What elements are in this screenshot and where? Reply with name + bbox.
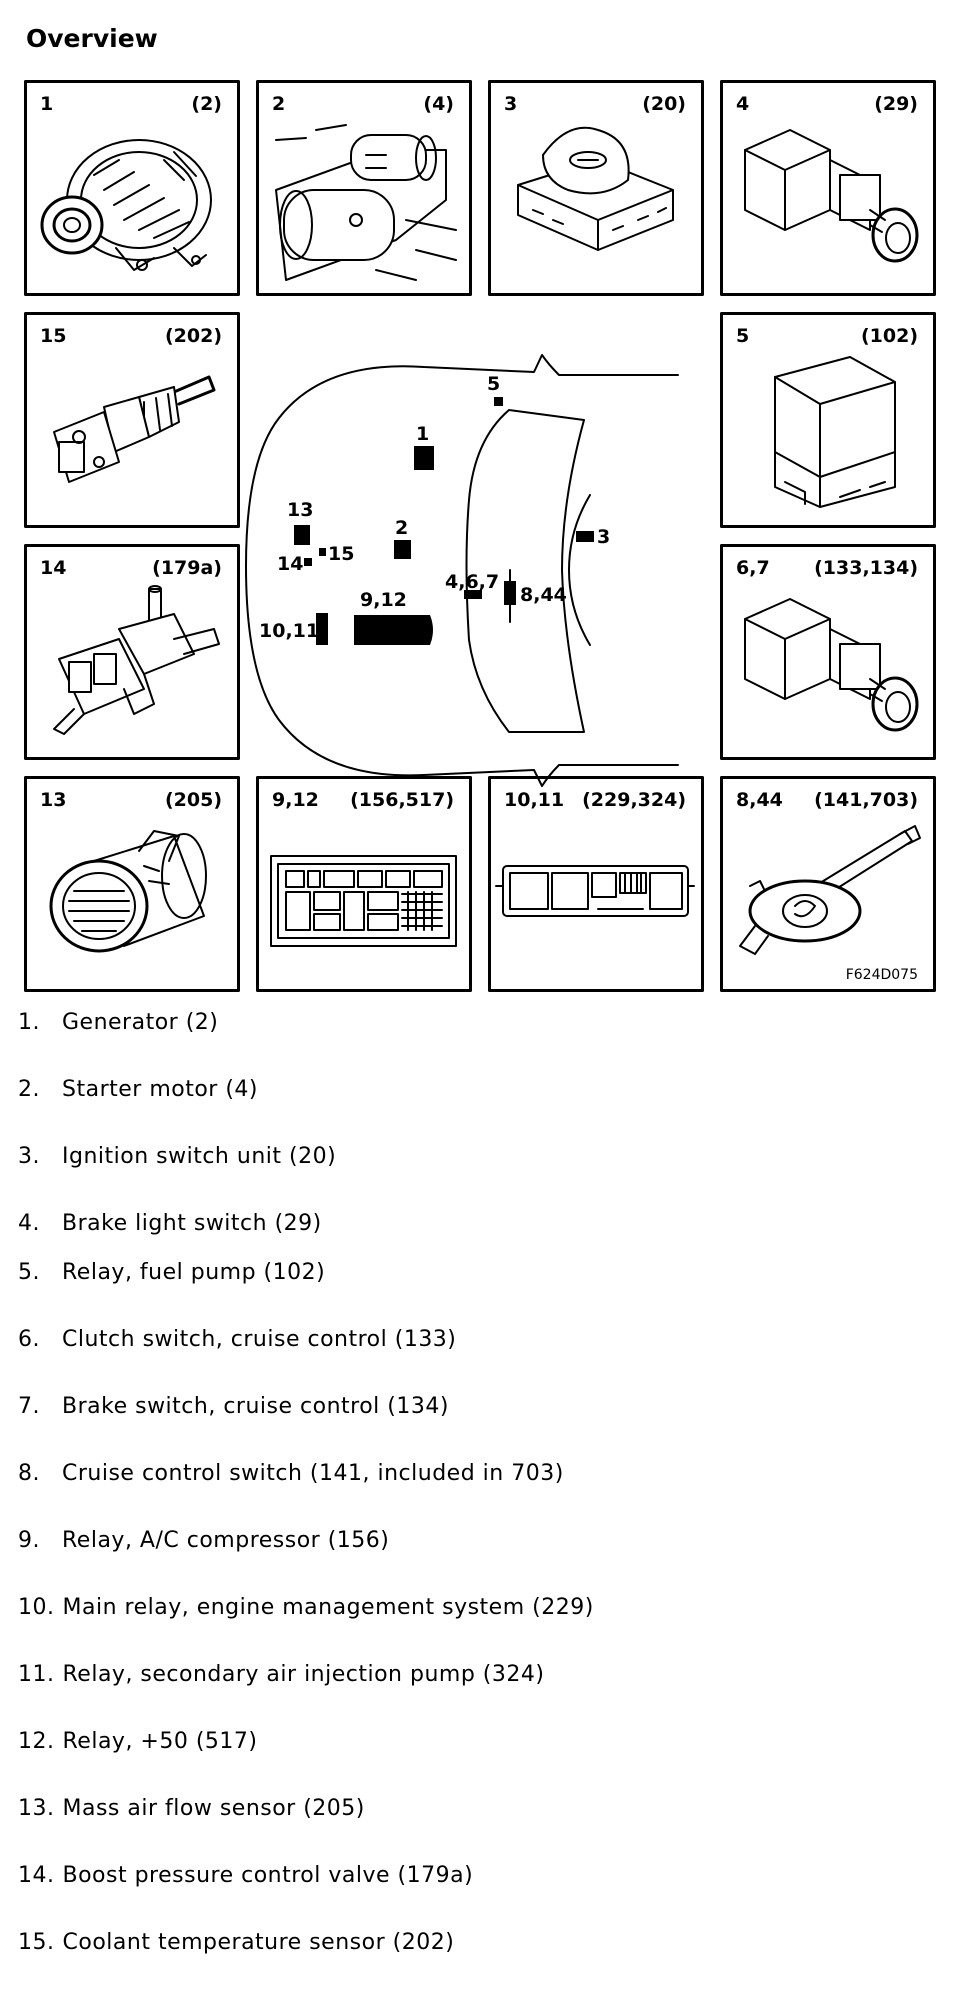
fuel-pump-relay-illustration bbox=[774, 356, 896, 508]
panel-number: 3 bbox=[504, 93, 517, 115]
svg-text:4,6,7: 4,6,7 bbox=[445, 571, 499, 593]
legend-item: 6.Clutch switch, cruise control (133) bbox=[18, 1327, 457, 1352]
main-relay-block-illustration bbox=[495, 865, 695, 917]
car-outline bbox=[245, 354, 679, 787]
legend-item: 8.Cruise control switch (141, included i… bbox=[18, 1461, 564, 1486]
panel-generator: 1 (2) bbox=[24, 80, 240, 296]
panel-number: 9,12 bbox=[272, 789, 319, 811]
panel-number: 5 bbox=[736, 325, 749, 347]
generator-illustration bbox=[40, 139, 212, 271]
legend-item: 14.Boost pressure control valve (179a) bbox=[18, 1863, 474, 1888]
brake-light-switch-illustration bbox=[744, 129, 919, 263]
panel-relay-block-229-324: 10,11 (229,324) bbox=[488, 776, 704, 992]
panel-code: (29) bbox=[874, 93, 918, 115]
panel-brake-light-switch: 4 (29) bbox=[720, 80, 936, 296]
legend-item: 11.Relay, secondary air injection pump (… bbox=[18, 1662, 545, 1687]
svg-text:9,12: 9,12 bbox=[360, 589, 407, 611]
panel-number: 14 bbox=[40, 557, 66, 579]
boost-valve-illustration bbox=[53, 585, 220, 735]
legend-item: 2.Starter motor (4) bbox=[18, 1077, 258, 1102]
legend-item: 5.Relay, fuel pump (102) bbox=[18, 1260, 326, 1285]
legend-item: 9.Relay, A/C compressor (156) bbox=[18, 1528, 390, 1553]
figure-id: F624D075 bbox=[846, 967, 918, 983]
panel-code: (102) bbox=[861, 325, 918, 347]
panel-number: 6,7 bbox=[736, 557, 770, 579]
panel-code: (202) bbox=[165, 325, 222, 347]
panel-code: (133,134) bbox=[814, 557, 918, 579]
legend-item: 7.Brake switch, cruise control (134) bbox=[18, 1394, 449, 1419]
clutch-brake-switch-illustration bbox=[744, 598, 919, 732]
panel-code: (141,703) bbox=[814, 789, 918, 811]
car-location-diagram: 5 1 13 2 15 14 3 4,6,7 9,12 8,44 10,11 bbox=[245, 354, 679, 787]
panel-code: (229,324) bbox=[582, 789, 686, 811]
legend-item: 10.Main relay, engine management system … bbox=[18, 1595, 594, 1620]
panel-code: (4) bbox=[423, 93, 454, 115]
svg-text:5: 5 bbox=[487, 373, 500, 395]
svg-text:8,44: 8,44 bbox=[520, 584, 567, 606]
starter-motor-illustration bbox=[275, 124, 457, 281]
location-labels: 5 1 13 2 15 14 3 4,6,7 9,12 8,44 10,11 bbox=[259, 373, 610, 642]
panel-code: (156,517) bbox=[350, 789, 454, 811]
svg-text:2: 2 bbox=[395, 517, 408, 539]
panel-code: (2) bbox=[191, 93, 222, 115]
svg-text:3: 3 bbox=[597, 526, 610, 548]
ignition-switch-illustration bbox=[517, 126, 674, 251]
panel-boost-pressure-valve: 14 (179a) bbox=[24, 544, 240, 760]
coolant-sensor-illustration bbox=[53, 375, 216, 483]
component-location-figure: 1 (2) 2 (4) bbox=[24, 80, 936, 992]
panel-number: 1 bbox=[40, 93, 53, 115]
panel-code: (179a) bbox=[152, 557, 222, 579]
panel-code: (205) bbox=[165, 789, 222, 811]
legend-item: 13.Mass air flow sensor (205) bbox=[18, 1796, 365, 1821]
panel-coolant-temperature-sensor: 15 (202) bbox=[24, 312, 240, 528]
page-title: Overview bbox=[26, 24, 158, 53]
panel-mass-air-flow-sensor: 13 (205) bbox=[24, 776, 240, 992]
location-markers bbox=[294, 397, 594, 645]
legend-item: 15.Coolant temperature sensor (202) bbox=[18, 1930, 455, 1955]
legend-item: 12.Relay, +50 (517) bbox=[18, 1729, 258, 1754]
panel-starter-motor: 2 (4) bbox=[256, 80, 472, 296]
panel-number: 2 bbox=[272, 93, 285, 115]
mass-air-flow-illustration bbox=[49, 830, 207, 953]
cruise-switch-illustration bbox=[739, 825, 921, 955]
panel-relay-block-156-517: 9,12 (156,517) bbox=[256, 776, 472, 992]
panel-number: 4 bbox=[736, 93, 749, 115]
svg-text:10,11: 10,11 bbox=[259, 620, 319, 642]
legend-item: 4.Brake light switch (29) bbox=[18, 1211, 322, 1236]
panel-relay-fuel-pump: 5 (102) bbox=[720, 312, 936, 528]
panel-number: 15 bbox=[40, 325, 66, 347]
panel-number: 8,44 bbox=[736, 789, 783, 811]
legend-item: 3.Ignition switch unit (20) bbox=[18, 1144, 337, 1169]
relay-block-illustration bbox=[270, 855, 457, 947]
legend-item: 1.Generator (2) bbox=[18, 1010, 219, 1035]
panel-cruise-control-switch: 8,44 (141,703) F624D075 bbox=[720, 776, 936, 992]
svg-text:14: 14 bbox=[277, 553, 303, 575]
panel-cruise-control-switches: 6,7 (133,134) bbox=[720, 544, 936, 760]
panel-number: 10,11 bbox=[504, 789, 564, 811]
svg-text:13: 13 bbox=[287, 499, 313, 521]
panel-ignition-switch-unit: 3 (20) bbox=[488, 80, 704, 296]
panel-number: 13 bbox=[40, 789, 66, 811]
svg-text:1: 1 bbox=[416, 423, 429, 445]
panel-code: (20) bbox=[642, 93, 686, 115]
svg-text:15: 15 bbox=[328, 543, 354, 565]
